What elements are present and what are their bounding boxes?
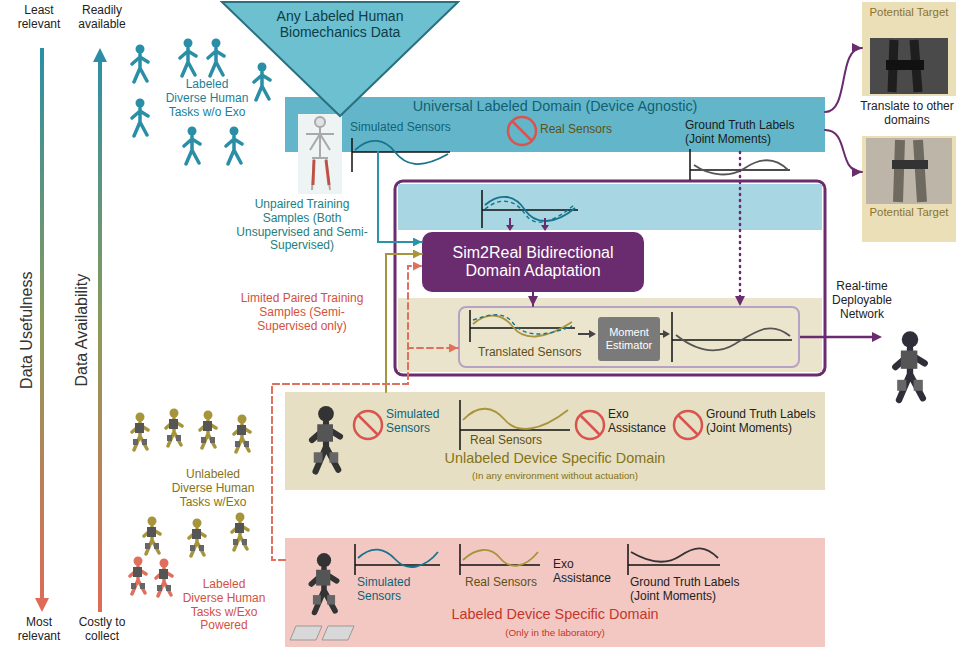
text-label: Labeled Diverse Human Tasks w/Exo Powere…: [182, 578, 266, 633]
target-card: Potential Target: [862, 136, 956, 242]
text-label: Costly to collect: [70, 616, 134, 644]
text-slot: Costly to collect: [70, 616, 134, 644]
text-slot: (In any environment without actuation): [285, 470, 825, 481]
node-label: Labeled Device Specific Domain: [285, 606, 825, 623]
node-label: Exo Assistance: [553, 558, 615, 586]
text-label: Least relevant: [8, 4, 70, 32]
text-slot: Real Sensors: [465, 576, 545, 590]
text-slot: Data Availability: [26, 321, 139, 339]
node-label: Unlabeled Device Specific Domain: [285, 450, 825, 467]
text-slot: Potential Target: [862, 6, 956, 19]
text-slot: Labeled Diverse Human Tasks w/Exo Powere…: [182, 578, 266, 633]
text-slot: Real Sensors: [470, 434, 542, 448]
text-slot: Data Usefulness: [0, 321, 85, 339]
text-slot: Simulated Sensors: [357, 576, 427, 604]
node-label: Real Sensors: [540, 123, 612, 137]
node-label: Ground Truth Labels (Joint Moments): [630, 576, 744, 604]
text-slot: Potential Target: [862, 206, 956, 219]
text-slot: Least relevant: [8, 4, 70, 32]
node-label: Real Sensors: [465, 576, 545, 590]
node-label: (In any environment without actuation): [285, 470, 825, 481]
text-slot: Translate to other domains: [857, 100, 957, 128]
text-slot: Limited Paired Training Samples (Semi-Su…: [232, 292, 372, 333]
text-slot: Readily available: [70, 4, 134, 32]
human-figures: [130, 39, 270, 597]
node-label: Simulated Sensors: [357, 576, 427, 604]
node-label: Universal Labeled Domain (Device Agnosti…: [285, 98, 825, 115]
text-slot: Labeled Diverse Human Tasks w/o Exo: [165, 78, 249, 119]
text-label: Labeled Diverse Human Tasks w/o Exo: [165, 78, 249, 119]
text-label: Unlabeled Diverse Human Tasks w/Exo: [168, 468, 258, 509]
text-slot: Exo Assistance: [608, 408, 670, 436]
text-label: Real-time Deployable Network: [822, 280, 902, 321]
process-box: Sim2Real Bidirectional Domain Adaptation: [422, 232, 644, 292]
connector: [386, 254, 422, 392]
text-slot: Universal Labeled Domain (Device Agnosti…: [285, 98, 825, 115]
adaptation-frame: [395, 181, 825, 375]
pipeline-box: Translated Sensors Moment Estimator: [458, 306, 800, 368]
node-label: Ground Truth Labels (Joint Moments): [706, 408, 820, 436]
connector: [825, 130, 862, 172]
text-slot: Ground Truth Labels (Joint Moments): [630, 576, 744, 604]
node-label: Moment Estimator: [602, 326, 656, 351]
text-slot: Most relevant: [8, 616, 70, 644]
text-label: Unpaired Training Samples (Both Unsuperv…: [232, 198, 372, 253]
node-label: (Only in the laboratory): [285, 627, 825, 638]
text-slot: Unpaired Training Samples (Both Unsuperv…: [232, 198, 372, 253]
axis-title: Data Availability: [73, 274, 91, 387]
runner-figure: [800, 331, 925, 400]
node-label: Potential Target: [862, 6, 956, 19]
node-label: Sim2Real Bidirectional Domain Adaptation: [426, 244, 640, 281]
domain-band: Simulated SensorsReal Sensors Exo Assista…: [285, 392, 825, 490]
node-label: Exo Assistance: [608, 408, 670, 436]
text-slot: (Only in the laboratory): [285, 627, 825, 638]
node-label: Any Labeled Human Biomechanics Data: [270, 8, 410, 40]
domain-band: Simulated Sensors Real Sensors Exo Assista…: [285, 538, 825, 647]
text-label: Translate to other domains: [857, 100, 957, 128]
text-slot: Ground Truth Labels (Joint Moments): [706, 408, 820, 436]
node-label: Simulated Sensors: [350, 121, 451, 135]
text-slot: Simulated Sensors: [350, 121, 451, 135]
node-label: Real Sensors: [470, 434, 542, 448]
connector: [378, 152, 422, 242]
axis-arrows: [35, 48, 107, 612]
no-data-symbols: [354, 117, 702, 439]
axis-title: Data Usefulness: [17, 272, 35, 389]
text-slot: Real-time Deployable Network: [822, 280, 902, 321]
skeleton-model: [298, 114, 342, 194]
target-card: Potential Target: [862, 2, 956, 96]
text-slot: Unlabeled Diverse Human Tasks w/Exo: [168, 468, 258, 509]
text-slot: Real Sensors: [540, 123, 612, 137]
text-label: Readily available: [70, 4, 134, 32]
node-label: Translated Sensors: [478, 346, 582, 360]
estimator-box: Moment Estimator: [598, 317, 660, 361]
node-label: Ground Truth Labels (Joint Moments): [685, 119, 799, 147]
text-label: Limited Paired Training Samples (Semi-Su…: [232, 292, 372, 333]
connector: [532, 292, 534, 306]
text-slot: Exo Assistance: [553, 558, 615, 586]
node-label: Potential Target: [862, 206, 956, 219]
text-slot: Translated Sensors: [478, 346, 582, 360]
node-label: Simulated Sensors: [386, 408, 452, 436]
domain-band: Universal Labeled Domain (Device Agnosti…: [285, 97, 825, 152]
text-slot: Labeled Device Specific Domain: [285, 606, 825, 623]
connector: [825, 48, 862, 112]
text-slot: Unlabeled Device Specific Domain: [285, 450, 825, 467]
text-label: Most relevant: [8, 616, 70, 644]
text-slot: Any Labeled Human Biomechanics Data: [270, 8, 410, 40]
connector: [739, 152, 742, 306]
text-slot: Simulated Sensors: [386, 408, 452, 436]
text-slot: Ground Truth Labels (Joint Moments): [685, 119, 799, 147]
